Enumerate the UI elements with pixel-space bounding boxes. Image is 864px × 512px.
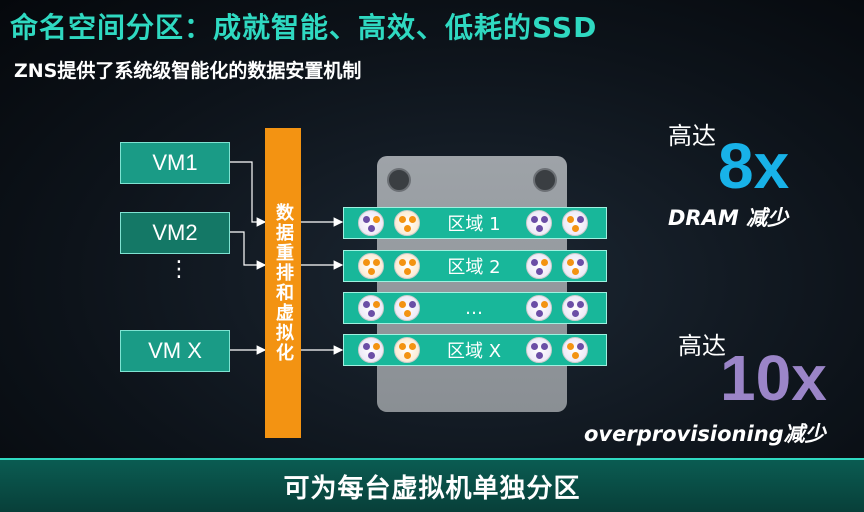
virtualization-bar: 数据重排和虚拟化 bbox=[265, 128, 301, 438]
vm-ellipsis: ⋮ bbox=[168, 256, 190, 281]
data-chip-icon bbox=[358, 337, 384, 363]
virtualization-label: 数据重排和虚拟化 bbox=[273, 203, 294, 363]
zone-row-ellipsis: … bbox=[343, 292, 607, 324]
zone-row-1: 区域 1 bbox=[343, 207, 607, 239]
wire-vm2 bbox=[228, 231, 267, 270]
data-chip-icon bbox=[358, 253, 384, 279]
data-chip-icon bbox=[358, 210, 384, 236]
data-chip-icon bbox=[526, 337, 552, 363]
data-chip-icon bbox=[526, 253, 552, 279]
ssd-screw-hole bbox=[533, 168, 557, 192]
zone-label: … bbox=[465, 297, 483, 319]
footer-banner: 可为每台虚拟机单独分区 bbox=[0, 458, 864, 512]
zone-label: 区域 X bbox=[446, 341, 502, 362]
vm-label: VM2 bbox=[152, 220, 198, 245]
vm-label: VM X bbox=[148, 338, 202, 363]
data-chip-icon bbox=[562, 253, 588, 279]
stat-label-dram: DRAM 减少 bbox=[668, 206, 789, 230]
stat-value-dram: 8x bbox=[718, 130, 790, 202]
vm-label: VM1 bbox=[152, 150, 198, 175]
data-chip-icon bbox=[394, 295, 420, 321]
page-title: 命名空间分区：成就智能、高效、低耗的SSD bbox=[10, 11, 598, 44]
data-chip-icon bbox=[358, 295, 384, 321]
ssd-screw-hole bbox=[387, 168, 411, 192]
data-chip-icon bbox=[562, 337, 588, 363]
ssd-drive bbox=[377, 156, 567, 412]
vm-box-1: VM1 bbox=[120, 142, 230, 184]
stat-label-op: overprovisioning减少 bbox=[584, 422, 826, 446]
vm-box-2: VM2 bbox=[120, 212, 230, 254]
wire-vm1 bbox=[228, 161, 267, 227]
stat-value-op: 10x bbox=[720, 342, 827, 414]
data-chip-icon bbox=[562, 210, 588, 236]
zone-row-x: 区域 X bbox=[343, 334, 607, 366]
zone-row-2: 区域 2 bbox=[343, 250, 607, 282]
zone-label: 区域 1 bbox=[447, 214, 501, 235]
data-chip-icon bbox=[526, 210, 552, 236]
data-chip-icon bbox=[394, 210, 420, 236]
footer-text: 可为每台虚拟机单独分区 bbox=[283, 473, 581, 504]
vm-box-x: VM X bbox=[120, 330, 230, 372]
page-subtitle: ZNS提供了系统级智能化的数据安置机制 bbox=[14, 60, 362, 82]
data-chip-icon bbox=[394, 253, 420, 279]
stat-prefix-op: 高达 bbox=[678, 332, 726, 360]
data-chip-icon bbox=[394, 337, 420, 363]
data-chip-icon bbox=[526, 295, 552, 321]
zone-label: 区域 2 bbox=[447, 257, 501, 278]
data-chip-icon bbox=[562, 295, 588, 321]
stat-prefix-dram: 高达 bbox=[668, 122, 716, 150]
